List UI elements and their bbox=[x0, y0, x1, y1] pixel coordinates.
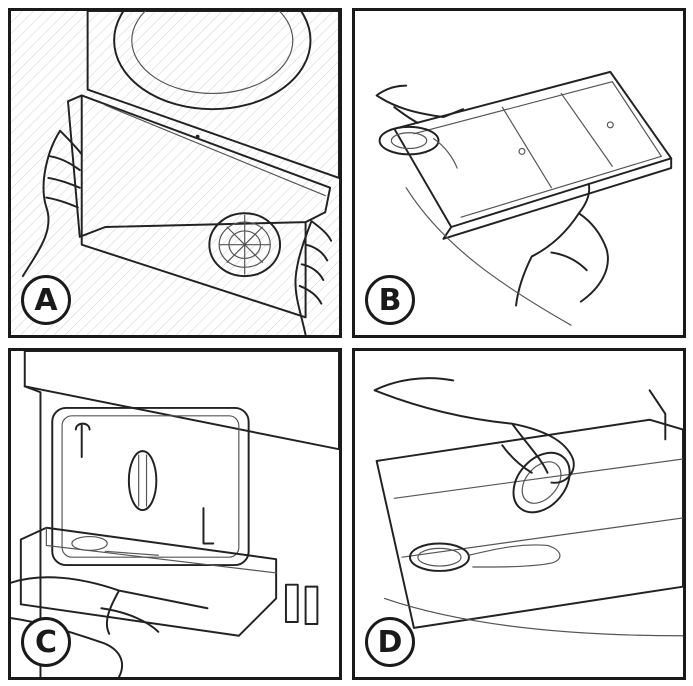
tray-surface bbox=[375, 418, 683, 629]
left-hand bbox=[375, 84, 465, 124]
step-label-c: B bbox=[365, 275, 415, 325]
hand bbox=[11, 576, 209, 677]
vent-slot bbox=[284, 583, 299, 623]
step-c-illustration bbox=[375, 70, 673, 326]
filter-tray bbox=[393, 70, 673, 228]
step-label-b: C bbox=[21, 617, 71, 667]
step-b-panel: C bbox=[8, 348, 342, 680]
right-hand bbox=[515, 182, 609, 307]
step-d-illustration bbox=[373, 377, 683, 637]
dial-icon bbox=[127, 450, 158, 512]
step-a-panel: A bbox=[8, 8, 342, 338]
plinth-panel bbox=[67, 94, 332, 238]
step-label-d: D bbox=[365, 617, 415, 667]
filter-cap-icon bbox=[378, 125, 458, 169]
vent-slot bbox=[304, 585, 319, 625]
access-panel bbox=[51, 406, 250, 567]
door-ring-icon bbox=[113, 11, 312, 111]
hand bbox=[373, 377, 575, 484]
step-d-panel: D bbox=[352, 348, 686, 680]
step-c-panel: B bbox=[352, 8, 686, 338]
fan-grille-icon bbox=[208, 212, 282, 278]
hook-icon bbox=[74, 422, 91, 459]
step-a-illustration bbox=[11, 11, 339, 335]
drain-tray bbox=[19, 526, 278, 637]
left-hand bbox=[21, 129, 83, 278]
step-b-illustration bbox=[11, 351, 339, 677]
step-label-a: A bbox=[21, 275, 71, 325]
right-hand bbox=[294, 220, 333, 335]
filter-opening-icon bbox=[409, 542, 470, 572]
